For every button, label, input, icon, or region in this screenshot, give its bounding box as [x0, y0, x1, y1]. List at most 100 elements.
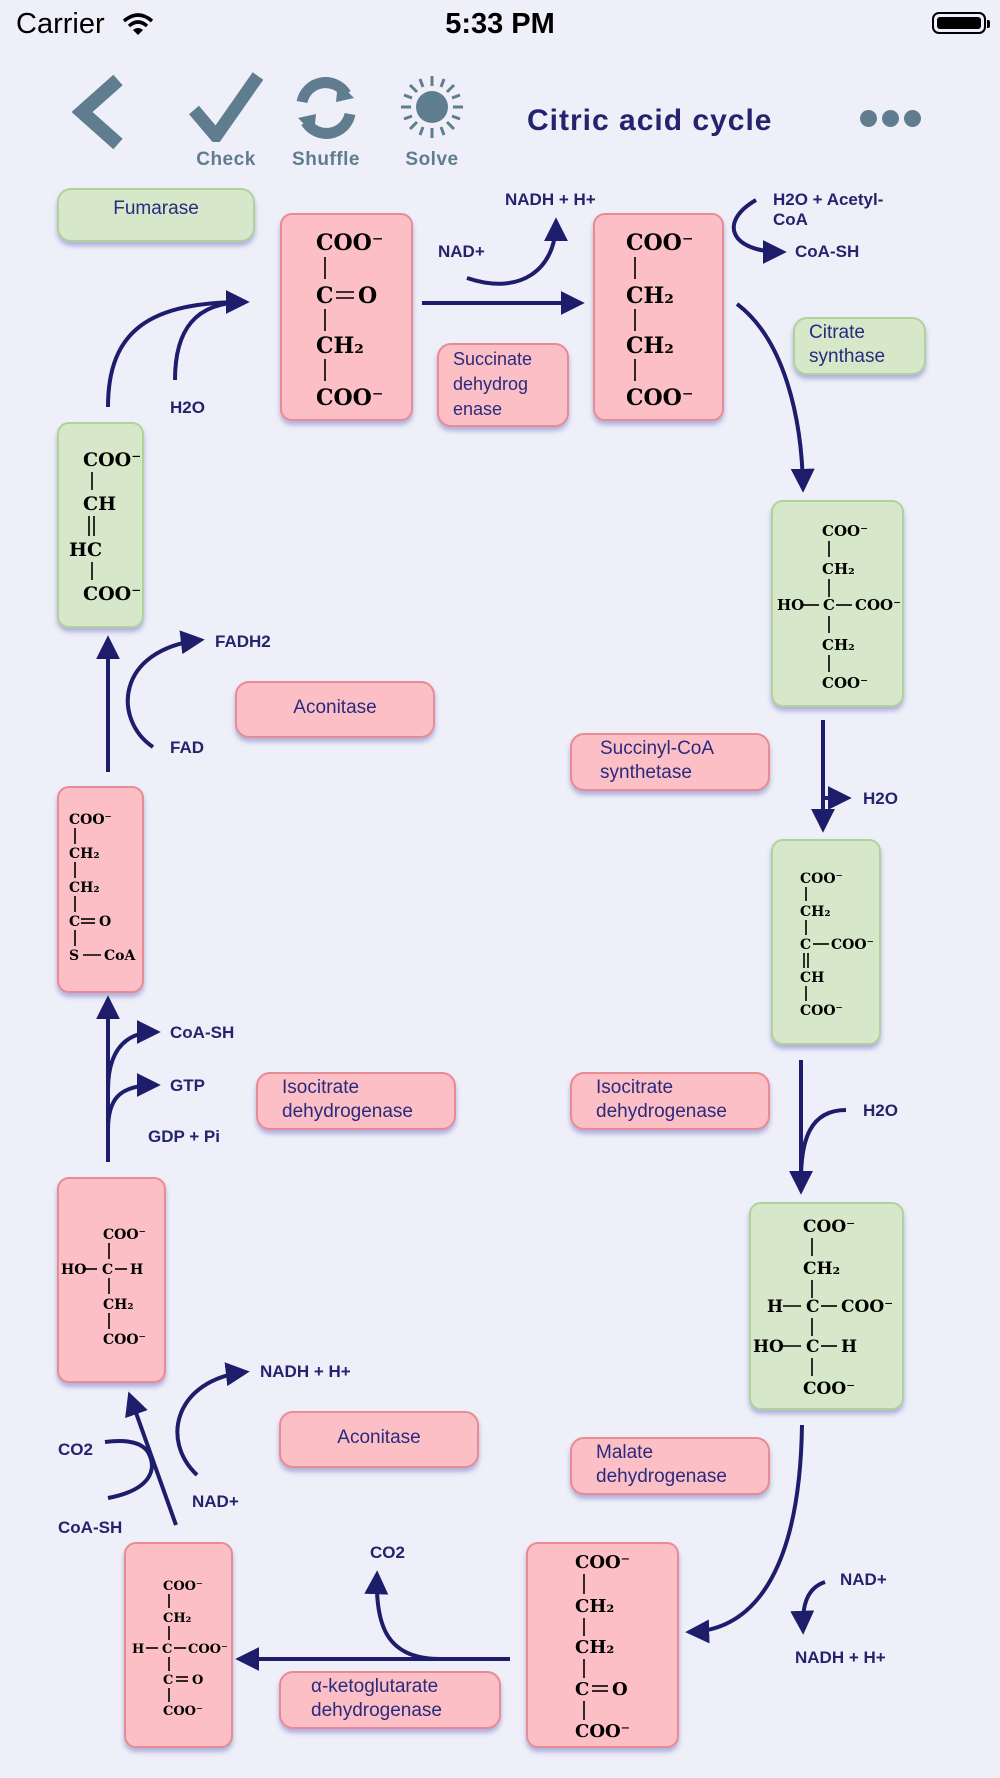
svg-text:CH₂: CH₂ — [626, 283, 674, 309]
molecule-card-succinyl-coa[interactable]: COO⁻ CH₂ CH₂ C O S CoA — [57, 786, 144, 993]
svg-text:C: C — [316, 283, 334, 309]
enzyme-label-succinate-dh[interactable]: Succinate dehydrog enase — [437, 343, 569, 427]
molecule-card-oxalosuccinate[interactable]: COO⁻ CH₂ H C COO⁻ C O COO⁻ — [124, 1542, 233, 1748]
svg-text:CH₂: CH₂ — [803, 1259, 840, 1279]
cofactor-label: CO2 — [58, 1440, 93, 1459]
wifi-icon — [122, 13, 154, 35]
shuffle-icon — [296, 77, 356, 139]
cofactor-label: NADH + H+ — [505, 190, 596, 209]
svg-text:CH: CH — [83, 493, 116, 515]
svg-text:COO⁻: COO⁻ — [855, 596, 901, 614]
cofactor-label: CO2 — [370, 1543, 405, 1562]
svg-text:CH₂: CH₂ — [575, 1637, 614, 1658]
shuffle-button[interactable]: Shuffle — [288, 72, 364, 171]
status-bar: Carrier 5:33 PM — [0, 0, 1000, 50]
enzyme-label-citrate-synthase[interactable]: Citrate synthase — [793, 317, 926, 375]
cofactor-label: H2O — [170, 398, 205, 417]
svg-text:COO⁻: COO⁻ — [316, 230, 383, 256]
svg-text:CH₂: CH₂ — [103, 1297, 134, 1313]
svg-text:HO: HO — [61, 1262, 86, 1278]
svg-text:O: O — [192, 1673, 203, 1688]
svg-text:C: C — [823, 596, 835, 614]
more-button[interactable] — [860, 110, 926, 132]
molecule-card-cis-aconitate[interactable]: COO⁻ CH₂ C COO⁻ CH COO⁻ — [771, 839, 881, 1045]
check-label: Check — [196, 149, 256, 170]
svg-text:COO⁻: COO⁻ — [316, 385, 383, 411]
ellipsis-icon — [860, 110, 877, 127]
svg-text:H: H — [841, 1337, 857, 1357]
svg-text:COO⁻: COO⁻ — [822, 674, 868, 692]
svg-text:COO⁻: COO⁻ — [103, 1332, 146, 1348]
cofactor-label: GDP + Pi — [148, 1127, 220, 1146]
solve-label: Solve — [405, 149, 459, 170]
svg-text:CH₂: CH₂ — [316, 333, 364, 359]
molecule-card-intermediate[interactable]: COO⁻ CH₂ CH₂ COO⁻ — [593, 213, 724, 421]
molecule-card-alpha-ketoglutarate[interactable]: COO⁻ CH₂ CH₂ C O COO⁻ — [526, 1542, 679, 1748]
svg-text:COO⁻: COO⁻ — [841, 1297, 893, 1317]
svg-text:H: H — [767, 1297, 783, 1317]
cofactor-label: CoA-SH — [795, 242, 860, 261]
cofactor-label: H2O — [863, 789, 898, 808]
cofactor-label: NAD+ — [840, 1570, 887, 1589]
svg-text:CoA: CoA — [104, 948, 136, 964]
svg-text:C: C — [163, 1673, 173, 1688]
enzyme-label-isocitrate-dh[interactable]: Isocitrate dehydrogenase — [570, 1072, 770, 1130]
svg-text:C: C — [806, 1337, 820, 1357]
enzyme-label-akg-dh[interactable]: α-ketoglutarate dehydrogenase — [279, 1671, 501, 1729]
svg-text:COO⁻: COO⁻ — [626, 230, 693, 256]
cofactor-label: GTP — [170, 1076, 205, 1095]
svg-text:CH₂: CH₂ — [626, 333, 674, 359]
svg-text:CH₂: CH₂ — [800, 904, 831, 920]
enzyme-label-malate-dh[interactable]: Malate dehydrogenase — [570, 1437, 770, 1495]
svg-text:O: O — [358, 283, 377, 309]
cofactor-label: H2O — [863, 1101, 898, 1120]
cofactor-label: FADH2 — [215, 632, 271, 651]
solve-button[interactable]: Solve — [397, 72, 467, 171]
svg-text:COO⁻: COO⁻ — [188, 1642, 228, 1657]
svg-text:COO⁻: COO⁻ — [575, 1721, 630, 1742]
cofactor-label: CoA-SH — [170, 1023, 235, 1042]
svg-text:C: C — [162, 1642, 172, 1657]
svg-text:O: O — [612, 1679, 628, 1700]
molecule-card-oxaloacetate[interactable]: COO⁻ C O CH₂ COO⁻ — [280, 213, 413, 421]
molecule-card-malate[interactable]: COO⁻ HO C H CH₂ COO⁻ — [57, 1177, 166, 1383]
carrier-label: Carrier — [16, 8, 105, 40]
svg-text:COO⁻: COO⁻ — [69, 812, 112, 828]
enzyme-label-aconitase[interactable]: Aconitase — [235, 681, 435, 738]
cofactor-label: NAD+ — [192, 1492, 239, 1511]
molecule-card-isocitrate[interactable]: COO⁻ CH₂ H C COO⁻ HO C H COO⁻ — [749, 1202, 904, 1410]
check-button[interactable]: Check — [188, 72, 264, 171]
svg-text:CH₂: CH₂ — [575, 1596, 614, 1617]
svg-text:COO⁻: COO⁻ — [626, 385, 693, 411]
svg-text:CH₂: CH₂ — [163, 1611, 191, 1626]
chevron-left-icon — [71, 74, 123, 150]
svg-text:C: C — [800, 937, 811, 953]
enzyme-label-fumarase[interactable]: Fumarase — [57, 188, 255, 242]
enzyme-label-aconitase[interactable]: Aconitase — [279, 1411, 479, 1468]
cofactor-label: CoA-SH — [58, 1518, 123, 1537]
back-button[interactable] — [70, 72, 130, 157]
svg-text:COO⁻: COO⁻ — [575, 1552, 630, 1573]
svg-text:O: O — [99, 914, 111, 930]
svg-text:COO⁻: COO⁻ — [83, 449, 141, 471]
svg-text:COO⁻: COO⁻ — [800, 871, 843, 887]
svg-text:COO⁻: COO⁻ — [822, 522, 868, 540]
molecule-card-fumarate[interactable]: COO⁻ CH HC COO⁻ — [57, 422, 144, 628]
battery-icon — [932, 12, 990, 34]
svg-text:COO⁻: COO⁻ — [103, 1227, 146, 1243]
svg-text:COO⁻: COO⁻ — [831, 937, 874, 953]
svg-text:C: C — [806, 1297, 820, 1317]
enzyme-label-succinyl-coa-synthetase[interactable]: Succinyl-CoA synthetase — [570, 733, 770, 791]
svg-text:HC: HC — [69, 539, 102, 561]
svg-text:CH₂: CH₂ — [822, 636, 855, 654]
svg-text:HO: HO — [777, 596, 804, 614]
svg-text:COO⁻: COO⁻ — [803, 1379, 855, 1399]
svg-text:H: H — [132, 1642, 144, 1657]
cofactor-label: NADH + H+ — [260, 1362, 351, 1381]
svg-text:CH₂: CH₂ — [69, 880, 100, 896]
svg-text:COO⁻: COO⁻ — [83, 583, 141, 605]
cofactor-label: NAD+ — [438, 242, 485, 261]
svg-text:COO⁻: COO⁻ — [803, 1217, 855, 1237]
molecule-card-citrate[interactable]: COO⁻ CH₂ HO C COO⁻ CH₂ COO⁻ — [771, 500, 904, 707]
enzyme-label-isocitrate-dh[interactable]: Isocitrate dehydrogenase — [256, 1072, 456, 1130]
